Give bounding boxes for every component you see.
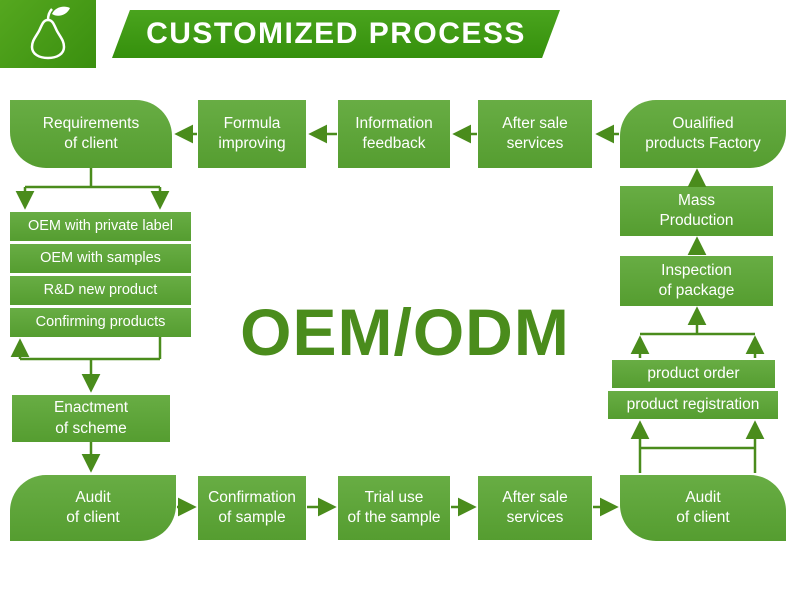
node-formula-improving: Formula improving <box>198 100 306 168</box>
list-item-oem-with-samples: OEM with samples <box>10 244 191 273</box>
node-confirmation-of-sample: Confirmation of sample <box>198 476 306 540</box>
list-item-rd-new-product: R&D new product <box>10 276 191 305</box>
node-requirements-of-client: Requirements of client <box>10 100 172 168</box>
node-information-feedback: Information feedback <box>338 100 450 168</box>
node-audit-of-client-right: Audit of client <box>620 475 786 541</box>
node-trial-use-of-sample: Trial use of the sample <box>338 476 450 540</box>
header-banner: CUSTOMIZED PROCESS <box>112 10 560 58</box>
node-product-registration: product registration <box>608 391 778 419</box>
page-title: CUSTOMIZED PROCESS <box>146 17 526 50</box>
node-mass-production: Mass Production <box>620 186 773 236</box>
node-inspection-of-package: Inspection of package <box>620 256 773 306</box>
list-item-oem-private-label: OEM with private label <box>10 212 191 241</box>
node-audit-of-client-left: Audit of client <box>10 475 176 541</box>
oem-odm-watermark: OEM/ODM <box>240 295 570 369</box>
node-product-order: product order <box>612 360 775 388</box>
node-after-sale-services-bottom: After sale services <box>478 476 592 540</box>
node-qualified-products-factory: Oualified products Factory <box>620 100 786 168</box>
node-after-sale-services-top: After sale services <box>478 100 592 168</box>
pear-leaf-icon <box>16 4 80 65</box>
header-logo <box>0 0 96 68</box>
node-enactment-of-scheme: Enactment of scheme <box>12 395 170 442</box>
list-item-confirming-products: Confirming products <box>10 308 191 337</box>
